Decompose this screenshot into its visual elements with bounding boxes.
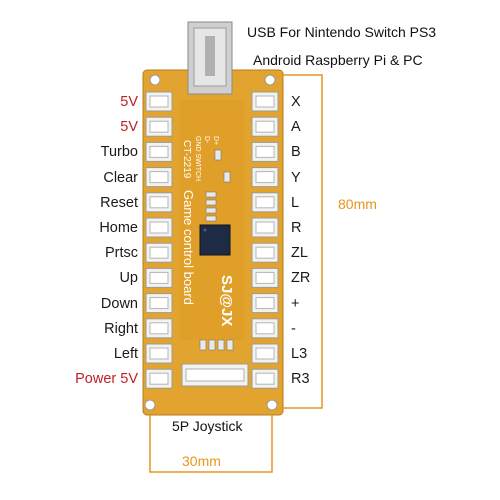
left-pin-label: Clear	[103, 169, 138, 186]
right-connector-socket	[255, 322, 275, 335]
width-dimension	[149, 415, 273, 473]
right-pin-label: R	[291, 220, 302, 236]
left-pin-label: 5V	[120, 94, 138, 110]
right-connector-socket	[255, 372, 275, 385]
controller-chip	[199, 224, 231, 256]
left-connector-socket	[149, 145, 169, 158]
right-pin-label: R3	[291, 371, 310, 388]
left-pin-label: Right	[104, 320, 138, 337]
left-pin-label: Prtsc	[104, 245, 138, 262]
right-pin-label: A	[291, 119, 301, 136]
right-connector-socket	[255, 271, 275, 284]
left-connector-socket	[149, 221, 169, 234]
right-pin-label: L	[291, 194, 300, 211]
left-pin-label: Down	[100, 295, 138, 312]
left-connector-socket	[149, 271, 169, 284]
height-dimension-label: 80mm	[338, 196, 377, 212]
right-connector-socket	[255, 246, 275, 259]
header-line-2: Android Raspberry Pi & PC	[253, 52, 423, 68]
right-connector-socket	[255, 171, 275, 184]
right-pin-label: ZR	[291, 270, 311, 287]
right-pin-label: L3	[291, 346, 308, 362]
board-pin-plus: D+	[212, 136, 219, 145]
right-pin-label: B	[291, 144, 301, 161]
left-connector-socket	[149, 246, 169, 259]
left-connector-socket	[149, 322, 169, 335]
left-connector-socket	[149, 297, 169, 310]
joystick-label: 5P Joystick	[172, 418, 243, 434]
right-connector-socket	[255, 347, 275, 360]
right-connectors	[251, 91, 279, 389]
left-connectors	[145, 91, 173, 389]
smd-components	[199, 149, 234, 351]
right-connector-socket	[255, 145, 275, 158]
right-pin-label: X	[291, 94, 301, 110]
left-connector-socket	[149, 120, 169, 133]
left-connector-socket	[149, 171, 169, 184]
board-model: CT-2219	[181, 140, 192, 179]
right-pin-label: -	[291, 320, 296, 337]
left-pin-label: Power 5V	[75, 371, 138, 388]
usb-connector	[187, 21, 233, 95]
right-pin-label: +	[291, 295, 300, 312]
board-pins: GND SWITCH	[194, 136, 201, 181]
width-dimension-label: 30mm	[182, 453, 221, 469]
board-brand: SJ@JX	[218, 275, 235, 326]
left-pin-label: Turbo	[100, 144, 138, 161]
right-connector-socket	[255, 221, 275, 234]
left-pin-label: Home	[99, 220, 138, 236]
mounting-holes	[144, 74, 278, 411]
right-connector-socket	[255, 120, 275, 133]
left-pin-label: 5V	[120, 119, 138, 136]
right-connector-socket	[255, 196, 275, 209]
left-connector-socket	[149, 347, 169, 360]
left-pin-label: Left	[113, 346, 138, 362]
joystick-connector	[181, 363, 249, 387]
left-connector-socket	[149, 95, 169, 108]
board-pin-minus: D-	[203, 136, 210, 144]
left-connector-socket	[149, 196, 169, 209]
height-dimension	[283, 74, 323, 409]
right-connector-socket	[255, 297, 275, 310]
left-pin-label: Up	[119, 270, 138, 287]
right-pin-label: Y	[291, 169, 301, 186]
right-pin-label: ZL	[291, 245, 308, 262]
right-connector-socket	[255, 95, 275, 108]
board-title: Game control board	[181, 190, 196, 305]
header-line-1: USB For Nintendo Switch PS3	[247, 24, 437, 40]
left-connector-socket	[149, 372, 169, 385]
left-pin-label: Reset	[100, 194, 138, 211]
